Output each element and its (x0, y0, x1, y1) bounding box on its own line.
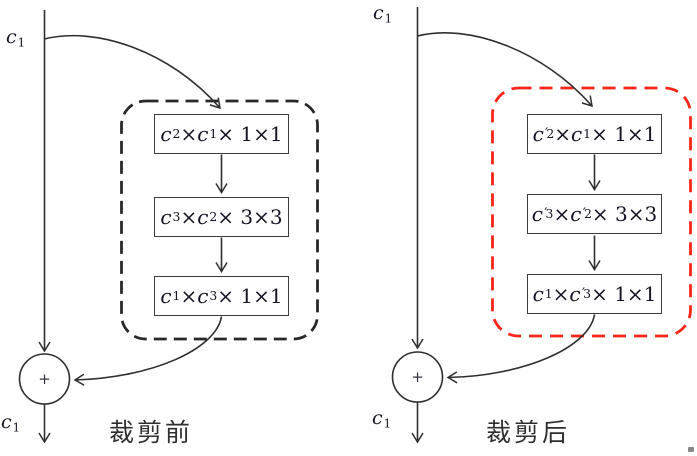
before-output-to-sum-curve (73, 316, 223, 386)
before-dashed-outline (120, 99, 319, 341)
after-dashed-outline (491, 86, 692, 338)
after-sum-circle (391, 351, 444, 403)
after-caption: 裁剪后 (486, 418, 571, 447)
before-sum-operator: + (38, 370, 51, 388)
after-skip-branch-curve (417, 32, 593, 108)
before-output-channels-label: c1 (1, 411, 21, 435)
after-input-channels-label: c1 (373, 2, 393, 26)
after-output-to-sum-curve (446, 314, 596, 384)
before-input-channels-label: c1 (6, 26, 26, 50)
stray-mark (688, 447, 694, 452)
before-caption: 裁剪前 (109, 418, 194, 447)
after-output-channels-label: c1 (372, 407, 392, 431)
after-sum-operator: + (411, 368, 424, 386)
before-skip-branch-curve (44, 34, 221, 110)
after-conv2-box: c′3 × c′2 × 3×3 (527, 194, 662, 234)
before-sum-circle (18, 353, 71, 405)
